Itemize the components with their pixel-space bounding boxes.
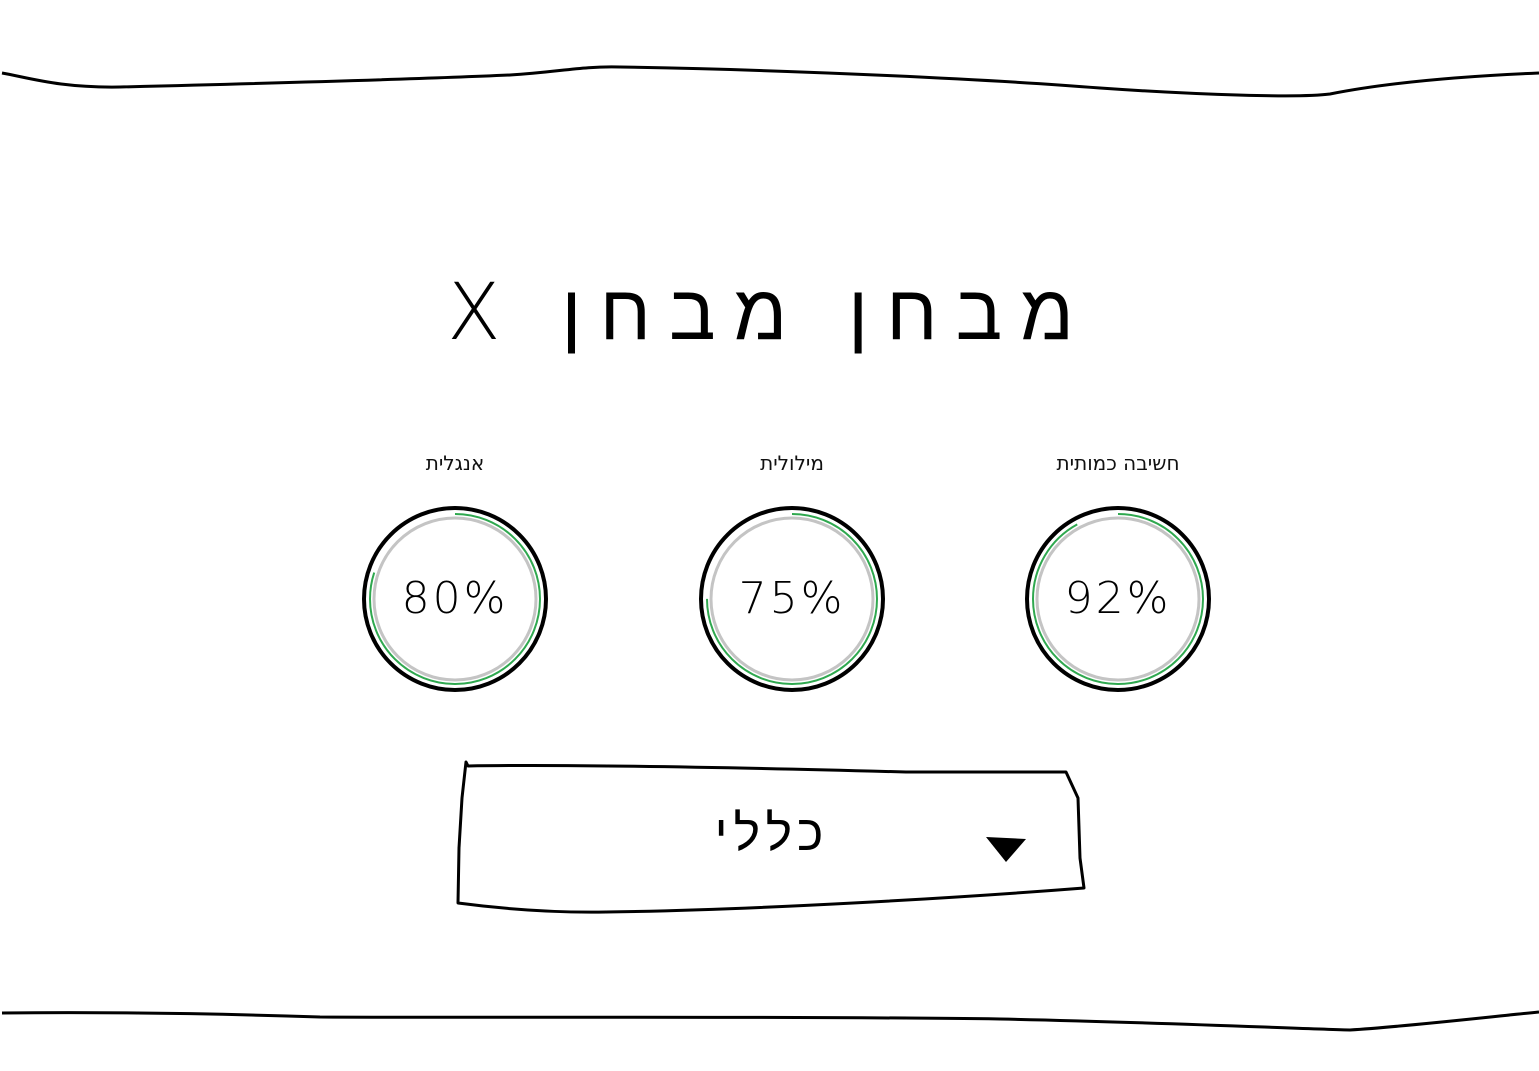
score-verbal: מילולית 75% xyxy=(672,448,912,696)
dial-outline xyxy=(1025,506,1211,692)
dial-outline xyxy=(362,506,548,692)
top-border-line xyxy=(0,60,1539,100)
dial-progress xyxy=(1032,513,1204,685)
score-value-quant: 92% xyxy=(1064,573,1172,624)
category-dropdown[interactable]: כללי xyxy=(456,758,1088,914)
progress-ring-english xyxy=(362,506,548,692)
dial-progress xyxy=(369,513,541,685)
score-label-quant: חשיבה כמותית xyxy=(1056,451,1180,475)
scores-row: חשיבה כמותית 92% מילולית 75% אנגלית xyxy=(0,448,1539,708)
score-dial-english: 80% xyxy=(358,502,552,696)
progress-ring-quant xyxy=(1025,506,1211,692)
dial-track xyxy=(372,516,538,682)
dial-outline xyxy=(699,506,885,692)
progress-ring-verbal xyxy=(699,506,885,692)
page-title: מבחן מבחן X xyxy=(447,268,1092,359)
dial-progress xyxy=(706,513,878,685)
dial-track xyxy=(709,516,875,682)
score-dial-verbal: 75% xyxy=(695,502,889,696)
score-english: אנגלית 80% xyxy=(335,448,575,696)
triangle-down-icon[interactable] xyxy=(984,834,1028,864)
bottom-border-line xyxy=(0,1000,1539,1040)
score-dial-quant: 92% xyxy=(1021,502,1215,696)
dropdown-selected-value: כללי xyxy=(714,804,830,862)
score-label-verbal: מילולית xyxy=(760,451,824,475)
dropdown-frame xyxy=(456,760,1086,914)
score-value-verbal: 75% xyxy=(738,573,846,624)
dial-track xyxy=(1035,516,1201,682)
score-quant: חשיבה כמותית 92% xyxy=(998,448,1238,696)
score-value-english: 80% xyxy=(401,573,509,624)
score-label-english: אנגלית xyxy=(425,451,485,475)
